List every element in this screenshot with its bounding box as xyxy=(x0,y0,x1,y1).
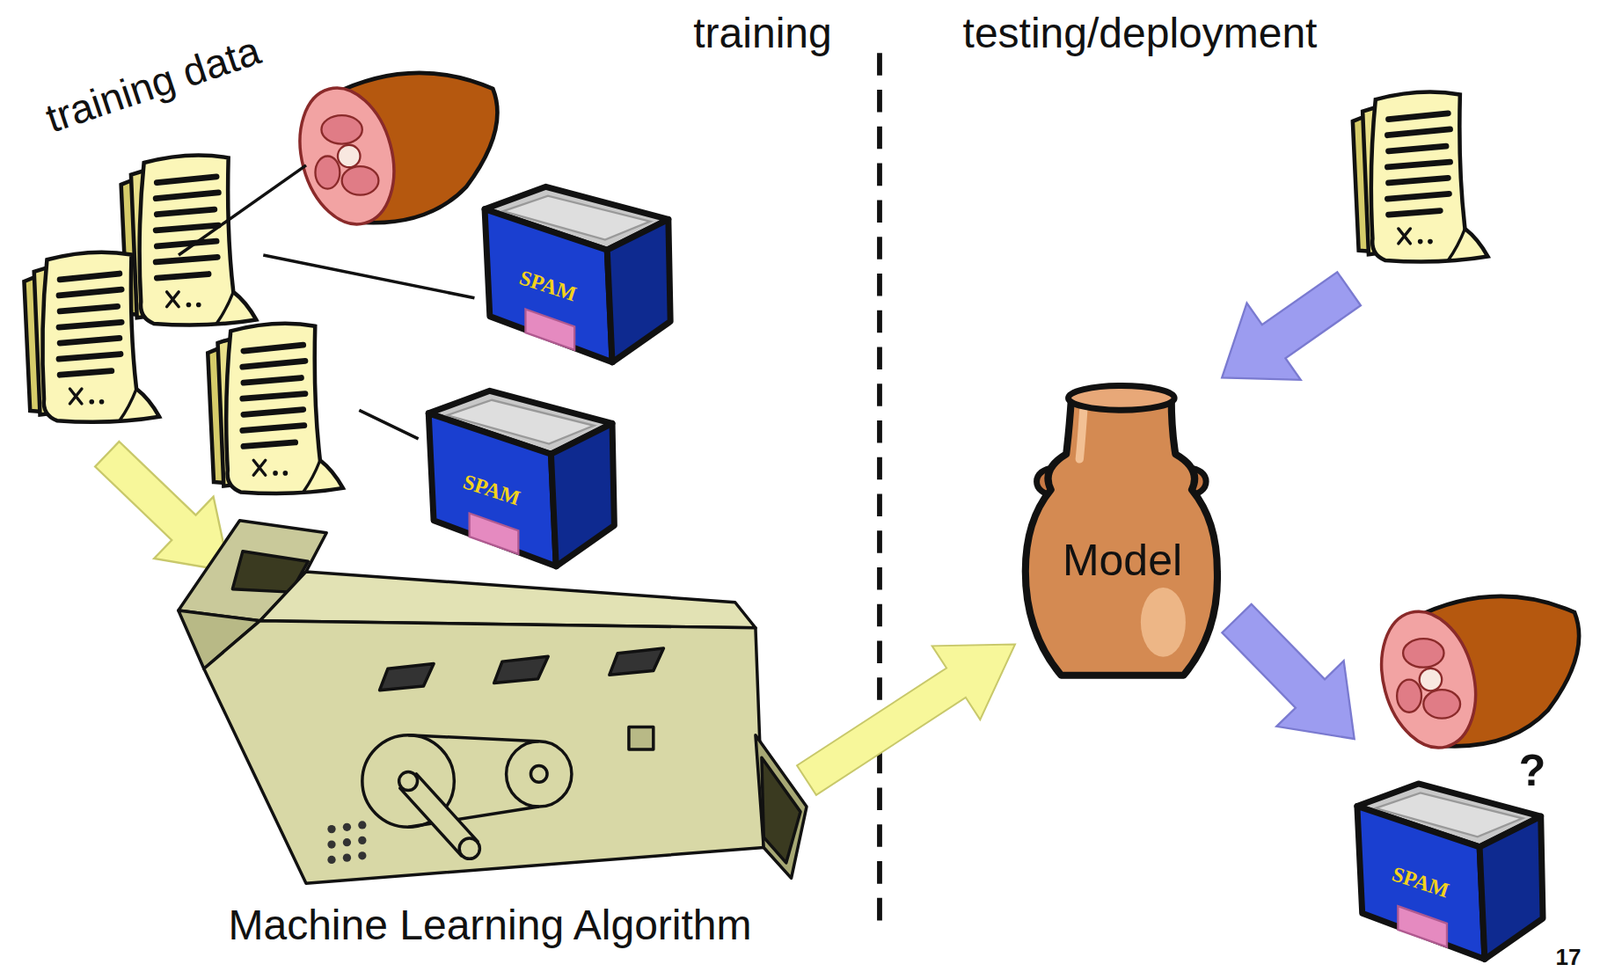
page-number: 17 xyxy=(1556,944,1582,971)
question-mark: ? xyxy=(1519,746,1547,796)
machine-learning-algorithm-shape xyxy=(173,515,807,889)
node-text: Model xyxy=(1062,535,1183,585)
node-text: Machine Learning Algorithm xyxy=(227,902,752,950)
model-vase-shape xyxy=(1020,382,1225,684)
phase-label: testing/deployment xyxy=(963,10,1318,58)
document-icon xyxy=(121,154,257,325)
spam-can-icon xyxy=(428,390,614,567)
machine-learning-algorithm: Machine Learning Algorithm xyxy=(173,515,807,889)
group-label: training data xyxy=(40,28,266,141)
ham-icon xyxy=(1366,596,1579,759)
divider-line xyxy=(876,52,883,931)
document-icon xyxy=(1352,92,1489,263)
document-icon xyxy=(23,252,160,423)
input-arrow xyxy=(1195,250,1377,417)
phase-label: training xyxy=(693,10,832,58)
flow-arrow xyxy=(796,644,1016,796)
label-lines xyxy=(178,165,475,439)
model-vase: Model xyxy=(1020,382,1225,684)
spam-can-icon xyxy=(484,186,671,363)
document-icon xyxy=(207,323,344,494)
output-arrow xyxy=(1203,585,1389,773)
spam-can-icon xyxy=(1357,783,1543,960)
ham-icon xyxy=(285,73,498,235)
